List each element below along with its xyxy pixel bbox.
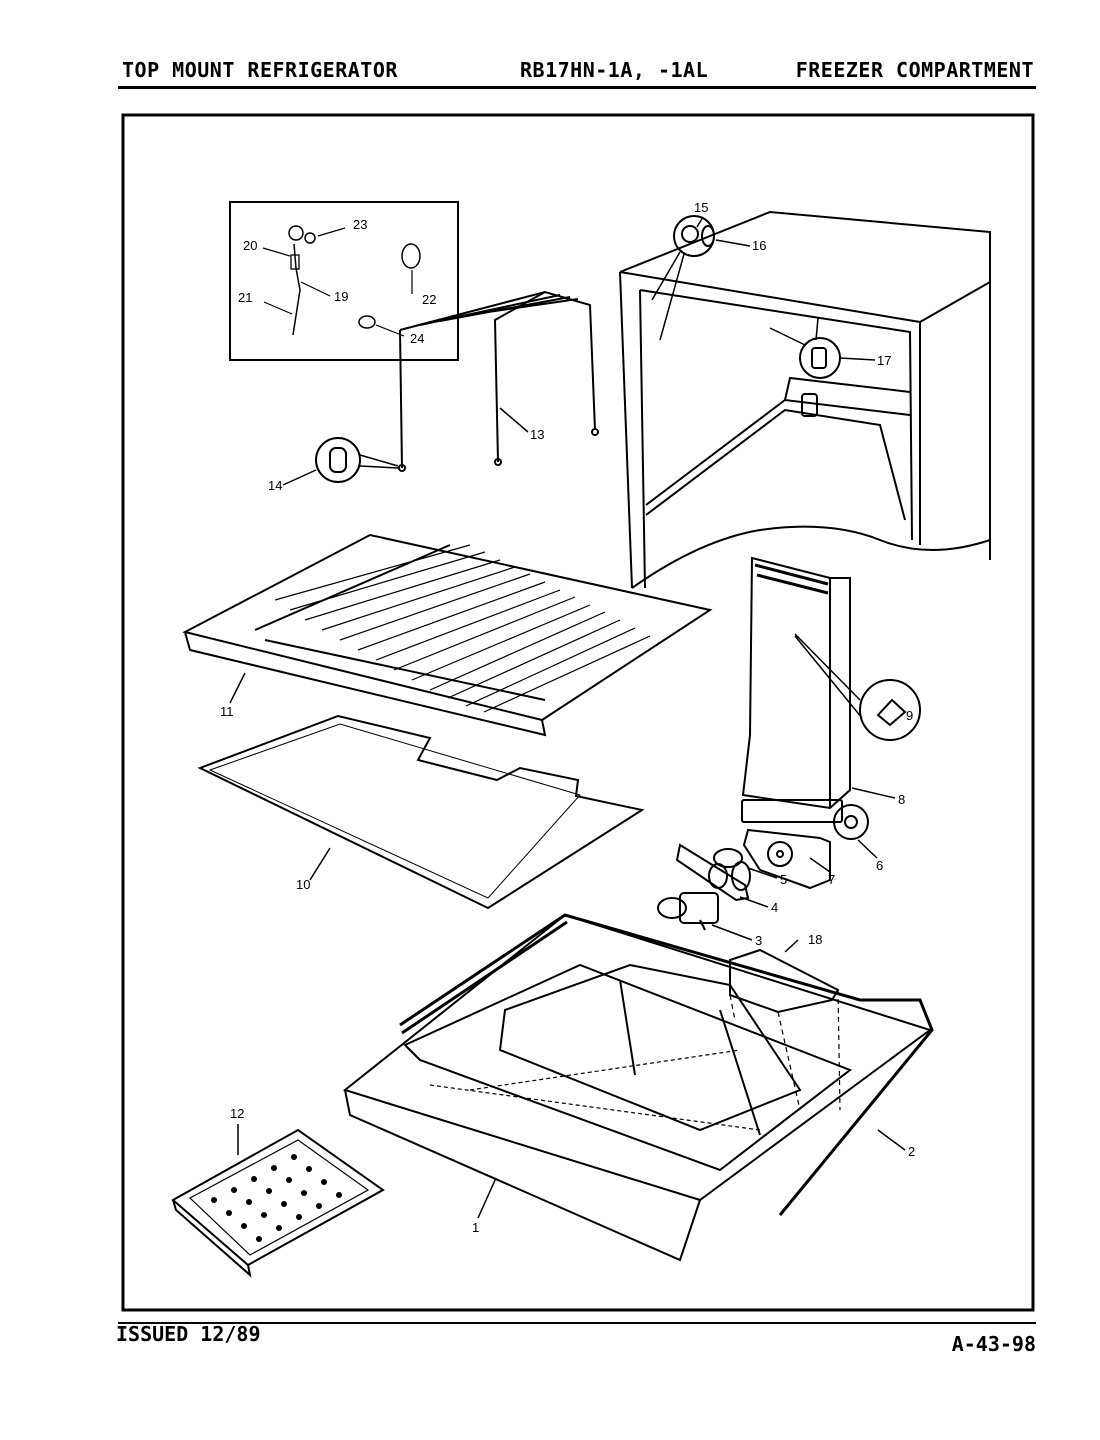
part-1-freezer-floor bbox=[342, 913, 933, 1262]
callout-18: 18 bbox=[808, 932, 822, 947]
callout-16: 16 bbox=[752, 238, 766, 253]
header-section: FREEZER COMPARTMENT bbox=[795, 58, 1034, 82]
header-title: TOP MOUNT REFRIGERATOR bbox=[122, 58, 398, 82]
footer-rule bbox=[118, 1322, 1036, 1324]
part-17-thermostat bbox=[769, 317, 841, 379]
header-rule bbox=[118, 86, 1036, 89]
part-15-16-light-socket bbox=[651, 215, 715, 341]
leader-lines bbox=[229, 216, 906, 1219]
light-assembly-inset bbox=[229, 201, 459, 361]
part-20-socket bbox=[290, 254, 300, 270]
header-model: RB17HN-1A, -1AL bbox=[520, 58, 709, 82]
part-21-wire bbox=[292, 243, 301, 336]
part-2-trim-strip bbox=[399, 913, 934, 1216]
callout-17: 17 bbox=[877, 353, 891, 368]
callout-23: 23 bbox=[353, 217, 367, 232]
part-4-motor-bracket bbox=[675, 843, 750, 902]
part-8-air-duct bbox=[741, 556, 851, 823]
callout-24: 24 bbox=[410, 331, 424, 346]
part-3-fan-motor bbox=[657, 892, 719, 931]
callout-5: 5 bbox=[780, 872, 787, 887]
part-24-plug bbox=[358, 315, 376, 329]
part-13-shelf-rack bbox=[398, 290, 599, 472]
part-6-grommet bbox=[833, 804, 869, 840]
part-22-knob bbox=[401, 243, 421, 269]
callout-8: 8 bbox=[898, 792, 905, 807]
callout-20: 20 bbox=[243, 238, 257, 253]
part-10-insulation-panel bbox=[197, 714, 645, 910]
callout-1: 1 bbox=[472, 1220, 479, 1235]
footer-issued: ISSUED 12/89 bbox=[116, 1322, 261, 1346]
part-9-clip bbox=[794, 633, 921, 741]
part-12-ice-cells bbox=[211, 1154, 342, 1242]
callout-19: 19 bbox=[334, 289, 348, 304]
callout-12: 12 bbox=[230, 1106, 244, 1121]
callout-2: 2 bbox=[908, 1144, 915, 1159]
callout-9: 9 bbox=[906, 708, 913, 723]
callout-15: 15 bbox=[694, 200, 708, 215]
part-23-bulb bbox=[288, 225, 304, 241]
callout-14: 14 bbox=[268, 478, 282, 493]
callout-6: 6 bbox=[876, 858, 883, 873]
part-12-ice-tray bbox=[171, 1128, 385, 1278]
callout-4: 4 bbox=[771, 900, 778, 915]
footer-page-code: A-43-98 bbox=[951, 1332, 1036, 1356]
callout-21: 21 bbox=[238, 290, 252, 305]
callout-11: 11 bbox=[220, 704, 234, 719]
freezer-cabinet bbox=[619, 210, 991, 589]
callout-13: 13 bbox=[530, 427, 544, 442]
part-11-freezer-shelf bbox=[182, 533, 713, 737]
part-11-shelf-slots bbox=[274, 544, 651, 713]
callout-22: 22 bbox=[422, 292, 436, 307]
part-14-cap bbox=[315, 437, 399, 483]
callout-3: 3 bbox=[755, 933, 762, 948]
diagram-frame bbox=[121, 113, 1035, 1312]
part-7-fan-bracket bbox=[742, 828, 831, 890]
callout-10: 10 bbox=[296, 877, 310, 892]
callout-7: 7 bbox=[828, 872, 835, 887]
